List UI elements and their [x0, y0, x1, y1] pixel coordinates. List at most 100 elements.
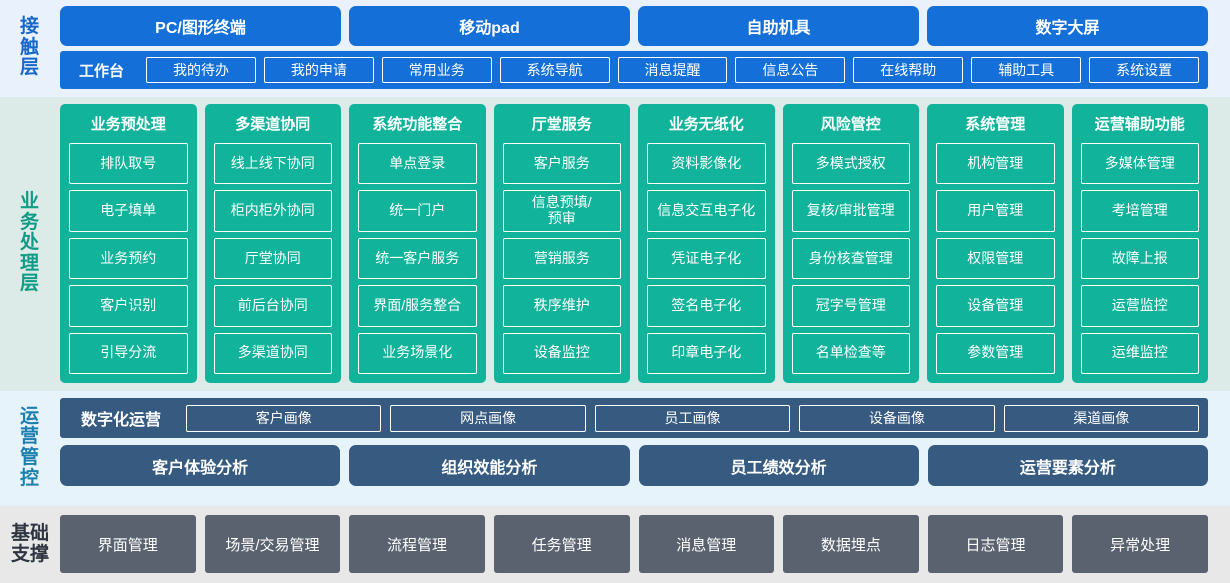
business-cell[interactable]: 权限管理 — [936, 237, 1055, 280]
business-cell[interactable]: 身份核查管理 — [791, 237, 910, 280]
column-title: 多渠道协同 — [235, 116, 311, 133]
business-cell[interactable]: 信息交互电子化 — [647, 190, 766, 232]
channel-pc[interactable]: PC/图形终端 — [60, 6, 341, 46]
layer-business: 业 务 处 理 层 业务预处理 排队取号 电子填单 业务预约 客户识别 引导分流… — [0, 97, 1230, 391]
portrait-channel[interactable]: 渠道画像 — [1003, 404, 1199, 432]
layer-business-label-line: 层 — [19, 273, 40, 295]
portrait-branch[interactable]: 网点画像 — [390, 404, 586, 432]
layer-foundation-body: 界面管理 场景/交易管理 流程管理 任务管理 消息管理 数据埋点 日志管理 异常… — [60, 515, 1230, 573]
business-cell[interactable]: 名单检查等 — [791, 332, 910, 375]
analysis-row: 客户体验分析 组织效能分析 员工绩效分析 运营要素分析 — [60, 445, 1208, 486]
layer-contact-label: 接 触 层 — [0, 6, 60, 90]
workbench-item-announcement[interactable]: 信息公告 — [735, 57, 846, 83]
business-cell[interactable]: 设备管理 — [936, 285, 1055, 327]
layer-foundation-label-line: 基础 — [10, 522, 49, 544]
analysis-operating-factors[interactable]: 运营要素分析 — [927, 445, 1208, 486]
workbench-item-aux-tools[interactable]: 辅助工具 — [971, 57, 1082, 83]
analysis-customer-experience[interactable]: 客户体验分析 — [60, 445, 341, 486]
foundation-data-tracking[interactable]: 数据埋点 — [783, 515, 919, 573]
business-cell[interactable]: 多媒体管理 — [1080, 143, 1199, 185]
business-cell[interactable]: 运维监控 — [1080, 332, 1199, 375]
workbench-item-online-help[interactable]: 在线帮助 — [853, 57, 964, 83]
foundation-process-management[interactable]: 流程管理 — [349, 515, 485, 573]
column-title: 系统管理 — [965, 116, 1026, 133]
analysis-organizational-efficiency[interactable]: 组织效能分析 — [349, 445, 630, 486]
business-column-system-management: 系统管理 机构管理 用户管理 权限管理 设备管理 参数管理 — [927, 104, 1064, 383]
business-cell[interactable]: 客户服务 — [502, 143, 621, 185]
channel-mobile-pad[interactable]: 移动pad — [349, 6, 630, 46]
business-column-multichannel: 多渠道协同 线上线下协同 柜内柜外协同 厅堂协同 前后台协同 多渠道协同 — [204, 104, 341, 383]
business-cell[interactable]: 营销服务 — [502, 237, 621, 280]
layer-foundation-label: 基础 支撑 — [0, 515, 60, 573]
layer-business-label-line: 理 — [19, 252, 40, 274]
column-title: 业务无纸化 — [668, 116, 744, 133]
business-column-preprocessing: 业务预处理 排队取号 电子填单 业务预约 客户识别 引导分流 — [60, 104, 197, 383]
business-cell[interactable]: 资料影像化 — [647, 143, 766, 185]
channel-self-service[interactable]: 自助机具 — [638, 6, 919, 46]
business-cell[interactable]: 凭证电子化 — [647, 237, 766, 280]
business-cell[interactable]: 设备监控 — [502, 332, 621, 375]
layer-business-label-line: 务 — [19, 211, 40, 233]
business-cell[interactable]: 柜内柜外协同 — [213, 190, 332, 232]
layer-operations-label-line: 营 — [19, 426, 40, 448]
workbench-item-common-business[interactable]: 常用业务 — [381, 57, 492, 83]
business-cell[interactable]: 运营监控 — [1080, 285, 1199, 327]
channel-digital-screen[interactable]: 数字大屏 — [927, 6, 1208, 46]
column-title: 业务预处理 — [90, 116, 166, 133]
portrait-device[interactable]: 设备画像 — [799, 404, 995, 432]
business-cell[interactable]: 多渠道协同 — [213, 332, 332, 375]
business-cell[interactable]: 信息预填/ 预审 — [502, 190, 621, 232]
business-cell[interactable]: 电子填单 — [69, 190, 188, 232]
portrait-customer[interactable]: 客户画像 — [186, 404, 382, 432]
foundation-exception-handling[interactable]: 异常处理 — [1072, 515, 1208, 573]
business-cell[interactable]: 单点登录 — [358, 143, 477, 185]
foundation-scenario-transaction-management[interactable]: 场景/交易管理 — [204, 515, 341, 573]
layer-business-label-line: 处 — [19, 232, 40, 254]
layer-foundation: 基础 支撑 界面管理 场景/交易管理 流程管理 任务管理 消息管理 数据埋点 日… — [0, 506, 1230, 583]
business-cell[interactable]: 复核/审批管理 — [791, 190, 910, 232]
business-cell[interactable]: 多模式授权 — [791, 143, 910, 185]
business-cell[interactable]: 业务预约 — [69, 237, 188, 280]
layer-operations-label-line: 管 — [19, 447, 40, 468]
business-cell[interactable]: 签名电子化 — [647, 285, 766, 327]
business-cell[interactable]: 统一客户服务 — [358, 237, 477, 280]
business-cell[interactable]: 线上线下协同 — [213, 143, 332, 185]
layer-contact: 接 触 层 PC/图形终端 移动pad 自助机具 数字大屏 工作台 我的待办 我… — [0, 0, 1230, 97]
workbench-item-my-todo[interactable]: 我的待办 — [146, 57, 256, 83]
business-cell[interactable]: 印章电子化 — [647, 332, 766, 375]
business-cell[interactable]: 考培管理 — [1080, 190, 1199, 232]
layer-operations: 运 营 管 控 数字化运营 客户画像 网点画像 员工画像 设备画像 渠道画像 客… — [0, 391, 1230, 506]
business-cell[interactable]: 参数管理 — [936, 332, 1055, 375]
channel-row: PC/图形终端 移动pad 自助机具 数字大屏 — [60, 6, 1208, 46]
business-cell[interactable]: 机构管理 — [936, 143, 1055, 185]
workbench-row: 工作台 我的待办 我的申请 常用业务 系统导航 消息提醒 信息公告 在线帮助 辅… — [60, 51, 1208, 89]
workbench-item-system-settings[interactable]: 系统设置 — [1089, 57, 1200, 83]
foundation-message-management[interactable]: 消息管理 — [638, 515, 775, 573]
column-title: 风险管控 — [820, 116, 881, 133]
analysis-employee-performance[interactable]: 员工绩效分析 — [638, 445, 919, 486]
business-cell[interactable]: 前后台协同 — [213, 285, 332, 327]
layer-operations-label-line: 控 — [19, 467, 40, 489]
foundation-task-management[interactable]: 任务管理 — [493, 515, 630, 573]
business-cell[interactable]: 秩序维护 — [502, 285, 621, 327]
business-cell[interactable]: 排队取号 — [69, 143, 188, 185]
layer-business-label-line: 业 — [19, 191, 40, 213]
foundation-log-management[interactable]: 日志管理 — [927, 515, 1064, 573]
business-cell[interactable]: 引导分流 — [69, 332, 188, 375]
portrait-employee[interactable]: 员工画像 — [594, 404, 791, 432]
digital-operations-label: 数字化运营 — [81, 412, 162, 429]
workbench-item-message-reminder[interactable]: 消息提醒 — [617, 57, 728, 83]
business-cell[interactable]: 故障上报 — [1080, 237, 1199, 280]
workbench-item-my-application[interactable]: 我的申请 — [263, 57, 374, 83]
foundation-ui-management[interactable]: 界面管理 — [60, 515, 196, 573]
business-cell[interactable]: 用户管理 — [936, 190, 1055, 232]
business-cell[interactable]: 冠字号管理 — [791, 285, 910, 327]
workbench-item-system-navigation[interactable]: 系统导航 — [499, 57, 610, 83]
business-cell[interactable]: 厅堂协同 — [213, 237, 332, 280]
business-cell[interactable]: 统一门户 — [358, 190, 477, 232]
business-cell[interactable]: 界面/服务整合 — [358, 285, 477, 327]
business-cell[interactable]: 业务场景化 — [358, 332, 477, 375]
digital-operations-row: 数字化运营 客户画像 网点画像 员工画像 设备画像 渠道画像 — [60, 398, 1208, 438]
business-cell[interactable]: 客户识别 — [69, 285, 188, 327]
